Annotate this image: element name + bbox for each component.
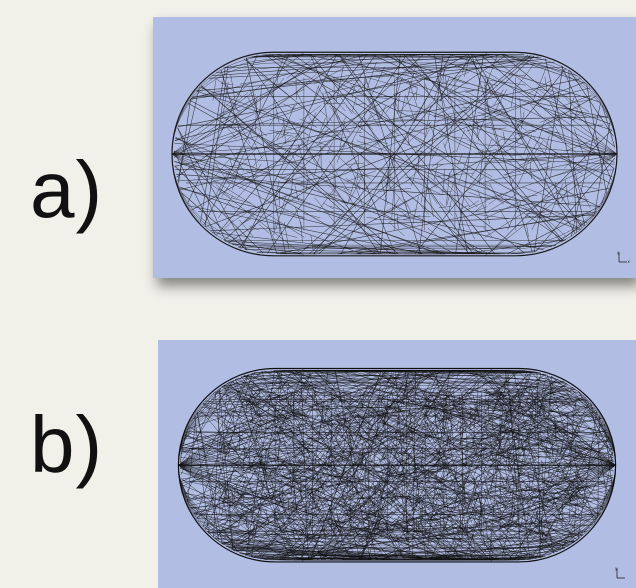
capsule-wireframe-mesh-a bbox=[171, 51, 618, 257]
panel-label-a: a) bbox=[30, 145, 104, 234]
svg-text:y: y bbox=[617, 250, 620, 255]
wireframe-viewport-a[interactable]: y x bbox=[153, 17, 636, 278]
xy-axis-triad-icon: y x bbox=[616, 250, 630, 264]
panel-label-b: b) bbox=[30, 400, 104, 489]
xy-axis-triad-icon: y bbox=[614, 566, 628, 580]
capsule-wireframe-mesh-b bbox=[177, 367, 617, 563]
wireframe-viewport-b[interactable]: y bbox=[158, 340, 636, 588]
svg-text:y: y bbox=[615, 566, 618, 571]
svg-text:x: x bbox=[628, 259, 631, 264]
